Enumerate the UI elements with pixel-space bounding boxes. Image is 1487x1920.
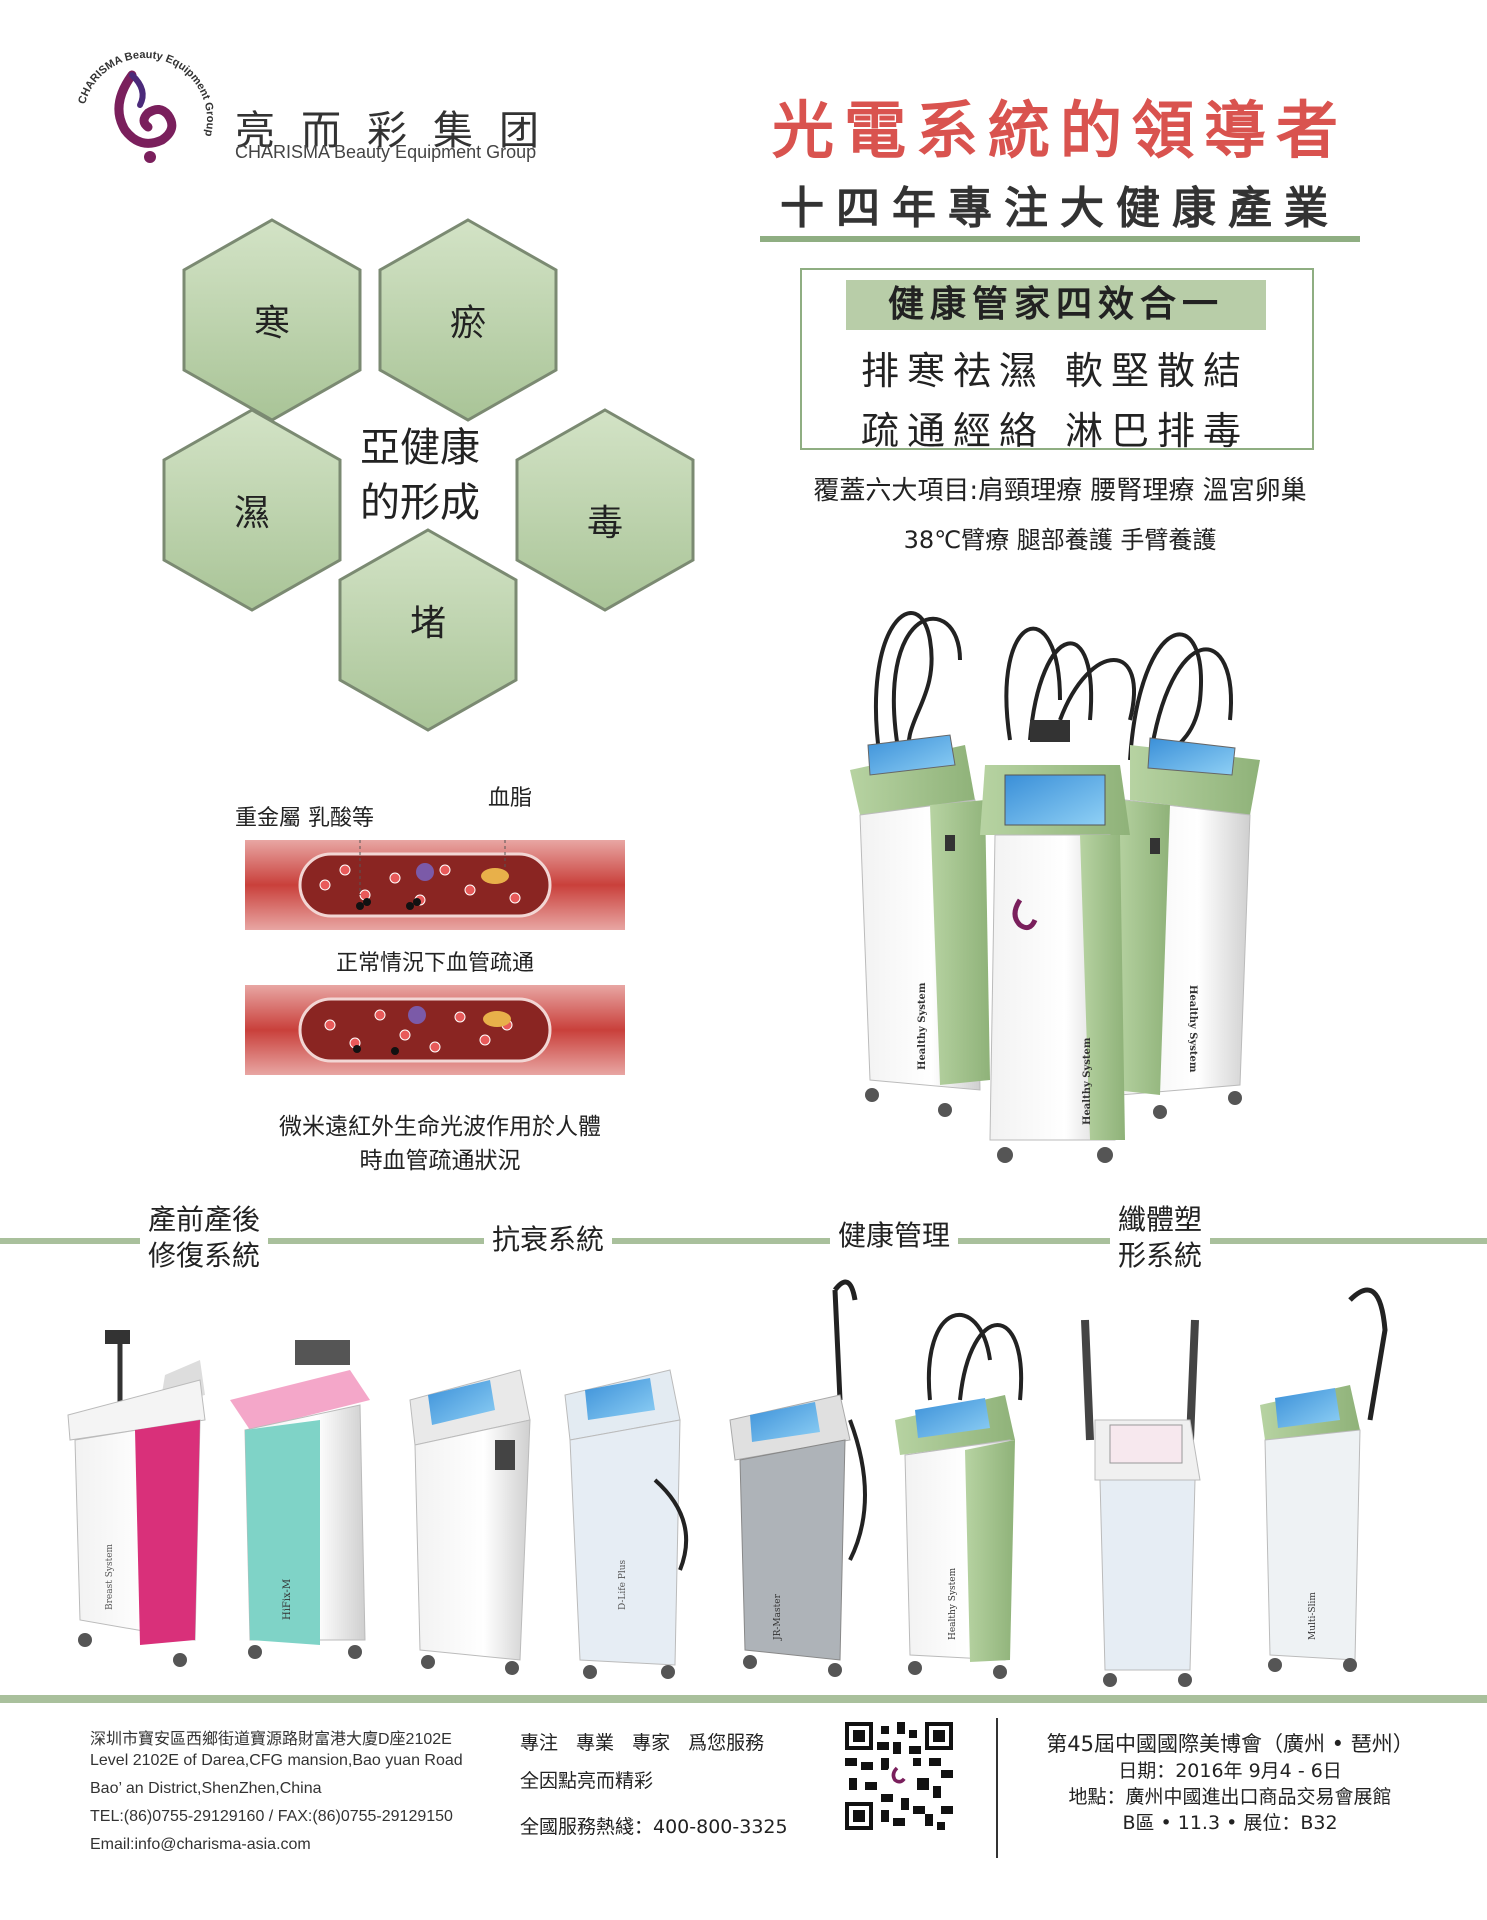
m8-label: Multi-Slim [1308, 1592, 1318, 1640]
vessel-after-illustration [245, 985, 625, 1075]
m2-label: HiFix-M [282, 1579, 293, 1620]
machine-hifix-m: HiFix-M [230, 1340, 370, 1659]
headline: 光電系統的領導者 [771, 94, 1348, 167]
main-center-label: Healthy System [1082, 1037, 1093, 1125]
m6-label: Healthy System [948, 1567, 958, 1640]
address-cn: 深圳市寶安區西鄉街道寶源路財富港大廈D座2102E [90, 1731, 452, 1748]
four-in-one-title: 健康管家四效合一 [846, 280, 1266, 330]
four-in-one-line-2: 疏通經絡 淋巴排毒 [860, 409, 1250, 453]
category-postpartum-line-1: 產前產後 [148, 1203, 261, 1236]
category-body-shaping-line-1: 纖體塑 [1118, 1203, 1203, 1236]
expo-venue: 地點：廣州中國進出口商品交易會展館 [1068, 1786, 1392, 1808]
vessel-normal-illustration [245, 840, 625, 930]
machines-illustration: Healthy System Healthy System Healthy Sy… [67, 611, 1388, 1687]
vessel-label-lipid: 血脂 [488, 786, 533, 811]
footer-divider [0, 1695, 1487, 1703]
machine-anti-aging-1 [409, 1369, 531, 1675]
brand-name-en: CHARISMA Beauty Equipment Group [235, 142, 537, 162]
slogan-line-2: 全因點亮而精彩 [520, 1770, 654, 1792]
four-in-one-box [800, 268, 1314, 450]
vessel-caption-after-line-2: 時血管疏通狀況 [359, 1148, 521, 1174]
main-unit-center: Healthy System [980, 720, 1130, 1163]
sub-health-hex-diagram: 寒 瘀 濕 毒 堵 [162, 218, 695, 732]
vessel-caption-after: 微米遠紅外生命光波作用於人體 時血管疏通狀況 [230, 1110, 650, 1178]
address-en-1: Level 2102E of Darea,CFG mansion,Bao yua… [90, 1752, 463, 1769]
svg-text:瘀: 瘀 [450, 303, 486, 344]
category-postpartum: 產前產後 修復系統 [140, 1202, 269, 1274]
four-in-one-line-1: 排寒祛濕 軟堅散結 [860, 349, 1250, 393]
main-right-label: Healthy System [1187, 985, 1198, 1073]
category-health-management: 健康管理 [830, 1218, 959, 1254]
category-body-shaping-line-2: 形系統 [1118, 1239, 1203, 1272]
coverage-line-2: 38℃臂療 腿部養護 手臂養護 [903, 526, 1217, 554]
svg-text:濕: 濕 [234, 493, 270, 534]
expo-date: 日期：2016年 9月4 - 6日 [1118, 1760, 1342, 1782]
hex-center-line-2: 的形成 [360, 480, 480, 526]
hex-blockage: 堵 [338, 528, 518, 732]
main-machine-group [874, 611, 1233, 762]
m1-label: Breast System [105, 1543, 115, 1610]
slogan-line-1: 專注 專業 專家 爲您服務 [520, 1732, 765, 1754]
expo-booth: B區 • 11.3 • 展位：B32 [1122, 1812, 1338, 1834]
category-anti-aging: 抗衰系統 [484, 1222, 613, 1258]
footer-vertical-divider [996, 1718, 998, 1858]
category-body-shaping: 纖體塑 形系統 [1110, 1202, 1211, 1274]
machine-slim-1 [1081, 1319, 1201, 1687]
hex-center-line-1: 亞健康 [360, 425, 480, 471]
main-left-label: Healthy System [917, 982, 928, 1070]
vessel-caption-after-line-1: 微米遠紅外生命光波作用於人體 [279, 1114, 601, 1140]
address-en-2: Bao’ an District,ShenZhen,China [90, 1780, 322, 1797]
machine-d-life-plus: D-Life Plus [564, 1369, 689, 1679]
vessel-caption-normal: 正常情況下血管疏通 [335, 951, 534, 976]
service-hotline: 全國服務熱綫：400-800-3325 [520, 1816, 788, 1838]
machine-multi-slim: Multi-Slim [1260, 1287, 1388, 1672]
svg-text:堵: 堵 [410, 603, 446, 644]
qr-code-icon [845, 1722, 953, 1830]
m5-label: JR-Master [773, 1593, 783, 1641]
brand-logo-icon: CHARISMA Beauty Equipment Group [76, 49, 216, 163]
category-divider [0, 1238, 1487, 1244]
svg-text:毒: 毒 [587, 503, 623, 544]
email: Email:info@charisma-asia.com [90, 1836, 311, 1853]
hex-stasis: 瘀 [378, 218, 558, 422]
machine-breast-system: Breast System [67, 1330, 206, 1667]
vessel-label-metals: 重金屬 乳酸等 [235, 806, 374, 831]
machine-healthy-system: Healthy System [895, 1312, 1024, 1679]
category-postpartum-line-2: 修復系統 [148, 1239, 261, 1272]
subline: 十四年專注大健康產業 [780, 183, 1340, 234]
hex-toxin: 毒 [515, 408, 695, 612]
tel-fax: TEL:(86)0755-29129160 / FAX:(86)0755-291… [90, 1808, 453, 1825]
main-unit-right: Healthy System [1115, 737, 1260, 1119]
brand-name-cn: 亮而彩集团 [235, 108, 565, 154]
expo-title: 第45屆中國國際美博會（廣州 • 琶州） [1046, 1732, 1414, 1756]
machine-jr-master: JR-Master [729, 1279, 867, 1677]
svg-text:寒: 寒 [254, 303, 290, 344]
hex-damp: 濕 [162, 408, 342, 612]
coverage-line-1: 覆蓋六大項目:肩頸理療 腰腎理療 溫宮卵巢 [813, 476, 1307, 506]
hex-cold: 寒 [182, 218, 362, 422]
subline-rule [760, 236, 1360, 242]
machine-row: Breast System HiFix-M D-Life Plus [67, 1279, 1388, 1687]
m4-label: D-Life Plus [618, 1559, 628, 1610]
main-unit-left: Healthy System [850, 734, 990, 1117]
